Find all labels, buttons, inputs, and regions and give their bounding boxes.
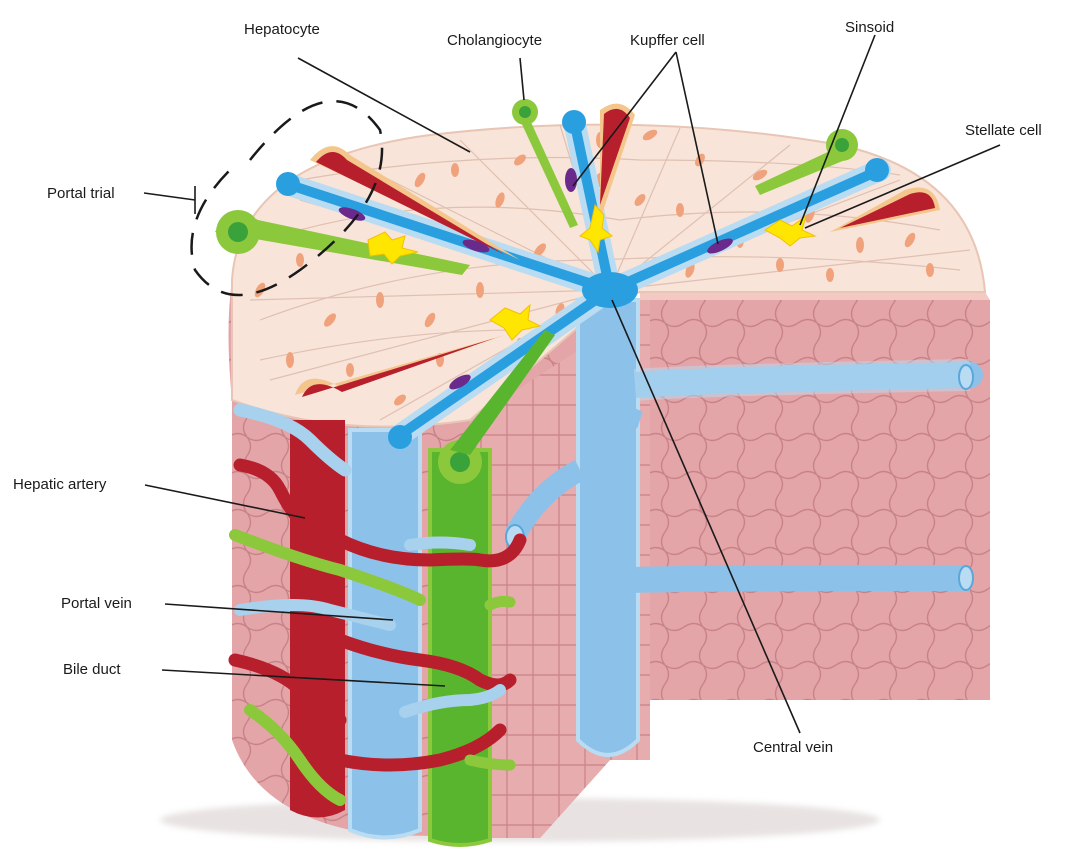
label-bile-duct: Bile duct — [63, 661, 121, 678]
label-hepatic-artery: Hepatic artery — [13, 476, 107, 493]
portal-vein-column — [350, 430, 420, 838]
label-portal-triad: Portal trial — [47, 185, 115, 202]
bile-duct-column — [430, 450, 490, 845]
label-stellate-cell: Stellate cell — [965, 122, 1042, 139]
label-kupffer-cell: Kupffer cell — [630, 32, 705, 49]
label-cholangiocyte: Cholangiocyte — [447, 32, 542, 49]
label-portal-vein: Portal vein — [61, 595, 132, 612]
label-hepatocyte: Hepatocyte — [244, 21, 320, 38]
label-central-vein: Central vein — [753, 739, 833, 756]
label-sinusoid: Sinsoid — [845, 19, 894, 36]
